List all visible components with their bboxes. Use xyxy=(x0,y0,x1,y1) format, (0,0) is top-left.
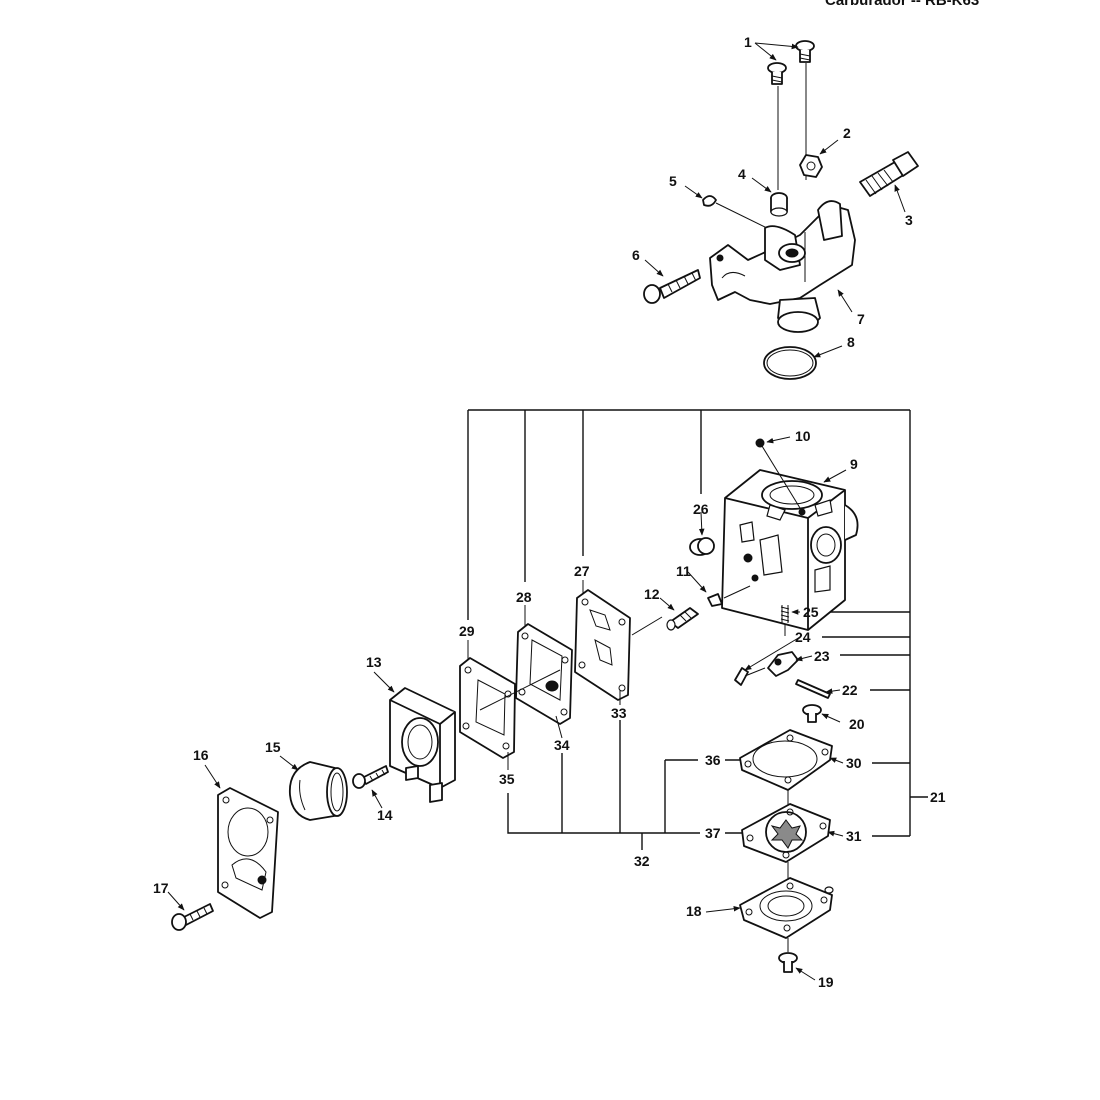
screw-part-6 xyxy=(643,269,701,304)
callout-3: 3 xyxy=(905,212,913,228)
cover-part-18 xyxy=(739,877,834,939)
screw-part-14 xyxy=(352,765,389,789)
callout-26: 26 xyxy=(693,501,709,517)
throttle-body-part-7 xyxy=(709,200,856,333)
o-ring-part-8 xyxy=(763,346,817,380)
callout-19: 19 xyxy=(818,974,834,990)
callout-20: 20 xyxy=(849,716,865,732)
callout-5: 5 xyxy=(669,173,677,189)
primer-bulb-part-15 xyxy=(288,761,348,821)
callout-labels: 1 2 3 4 5 6 7 8 9 10 11 12 13 14 15 16 1… xyxy=(153,34,946,990)
callout-17: 17 xyxy=(153,880,169,896)
callout-11: 11 xyxy=(676,563,691,579)
callout-29: 29 xyxy=(459,623,475,639)
callout-37: 37 xyxy=(705,825,721,841)
callout-8: 8 xyxy=(847,334,855,350)
callout-35: 35 xyxy=(499,771,515,787)
callout-14: 14 xyxy=(377,807,393,823)
callout-1: 1 xyxy=(744,34,752,50)
screw-part-19 xyxy=(778,952,798,973)
callout-6: 6 xyxy=(632,247,640,263)
callout-13: 13 xyxy=(366,654,382,670)
callout-12: 12 xyxy=(644,586,660,602)
callout-27: 27 xyxy=(574,563,590,579)
jet-part-11 xyxy=(707,585,751,607)
screw-part-1a xyxy=(795,40,815,63)
callout-23: 23 xyxy=(814,648,830,664)
clip-part-5 xyxy=(702,195,717,207)
callout-15: 15 xyxy=(265,739,281,755)
callout-18: 18 xyxy=(686,903,702,919)
nut-part-2 xyxy=(799,154,823,178)
callout-30: 30 xyxy=(846,755,862,771)
callout-4: 4 xyxy=(738,166,746,182)
adjusting-screw-part-3 xyxy=(859,151,919,197)
throttle-body-assembly xyxy=(643,40,919,380)
screw-part-17 xyxy=(171,903,214,931)
callout-36: 36 xyxy=(705,752,721,768)
screw-part-1b xyxy=(767,62,787,85)
ball-part-10 xyxy=(755,438,765,448)
diaphragm-part-31 xyxy=(741,803,831,863)
cover-part-16 xyxy=(217,787,279,919)
callout-34: 34 xyxy=(554,737,570,753)
callout-9: 9 xyxy=(850,456,858,472)
callout-28: 28 xyxy=(516,589,532,605)
callout-31: 31 xyxy=(846,828,862,844)
gasket-part-28 xyxy=(515,623,573,725)
callout-10: 10 xyxy=(795,428,811,444)
spring-part-25 xyxy=(780,605,790,623)
diaphragm-part-30 xyxy=(739,729,833,791)
callout-7: 7 xyxy=(857,311,865,327)
pin-part-24 xyxy=(734,667,749,686)
leader-lines xyxy=(167,42,906,981)
screw-part-20 xyxy=(802,704,822,723)
gasket-part-27 xyxy=(574,589,631,701)
callout-16: 16 xyxy=(193,747,209,763)
needle-part-12 xyxy=(666,607,699,631)
carburetor-body-part-9 xyxy=(721,469,859,631)
callout-24: 24 xyxy=(795,629,811,645)
callout-33: 33 xyxy=(611,705,627,721)
callout-22: 22 xyxy=(842,682,858,698)
plug-part-26 xyxy=(689,537,715,556)
lever-part-23 xyxy=(767,651,799,677)
assembly-group-lines xyxy=(467,409,928,850)
callout-2: 2 xyxy=(843,125,851,141)
gasket-part-29 xyxy=(459,657,516,759)
diagram-title: Carburador -- RB-K63 xyxy=(825,0,979,9)
shaft-part-4 xyxy=(770,192,788,217)
pump-body-part-13 xyxy=(389,687,456,803)
callout-25: 25 xyxy=(803,604,819,620)
callout-21: 21 xyxy=(930,789,946,805)
shaft-part-22 xyxy=(795,679,831,699)
callout-32: 32 xyxy=(634,853,650,869)
